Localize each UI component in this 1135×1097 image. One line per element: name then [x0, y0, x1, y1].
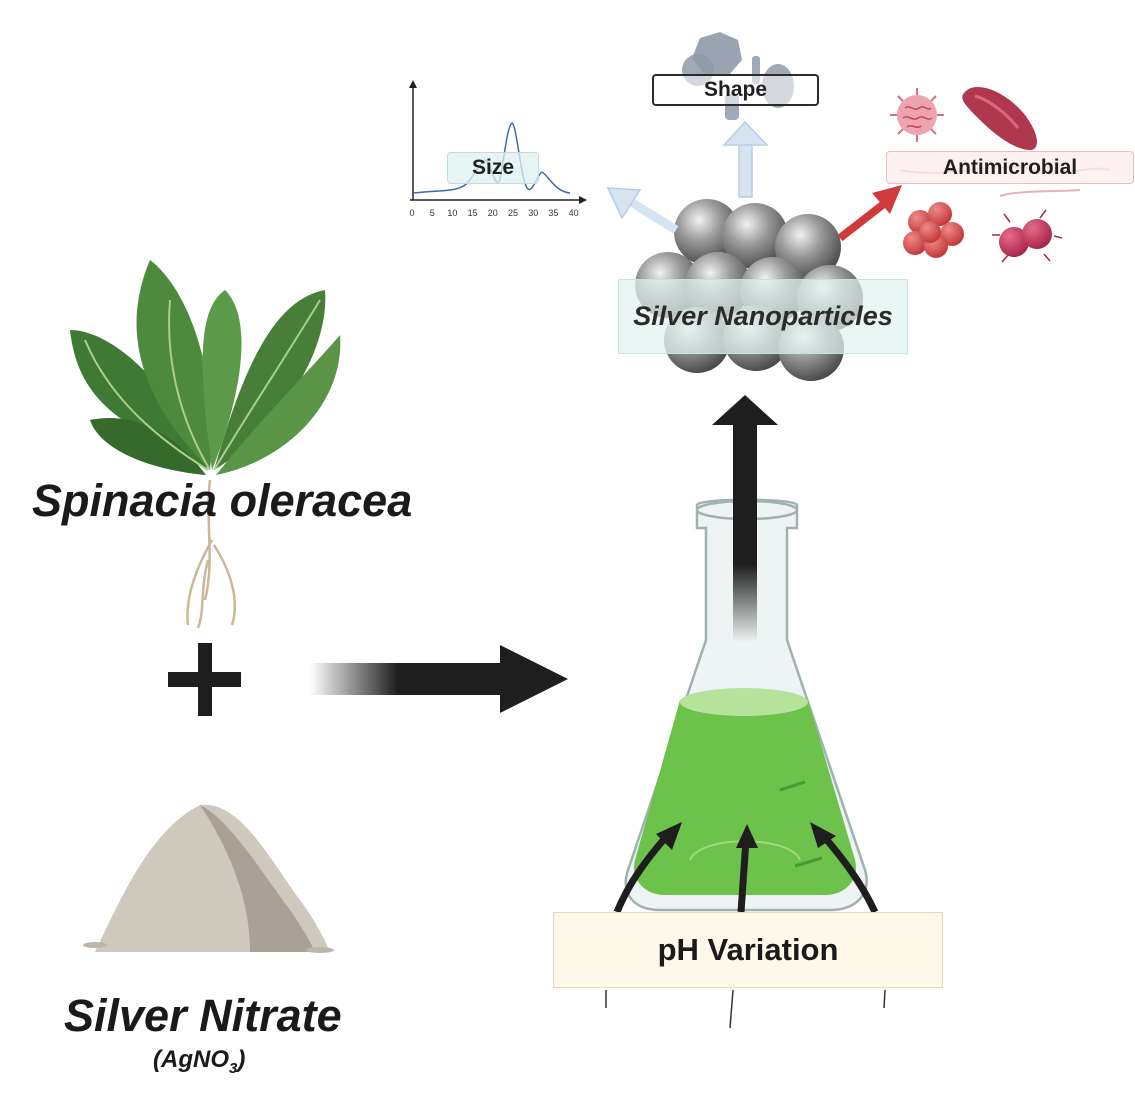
ph-arrows — [613, 822, 879, 914]
size-axis-tick: 0 — [409, 208, 414, 218]
plus-icon — [168, 643, 241, 716]
size-arrow — [606, 187, 679, 234]
coccus-bacteria-icon — [992, 209, 1063, 263]
formula-end: ) — [237, 1046, 246, 1073]
chemical-formula-label: (AgNO3) — [153, 1046, 245, 1077]
size-box: Size — [447, 152, 539, 184]
virus-icon — [890, 88, 944, 142]
synthesis-arrow — [712, 395, 778, 642]
size-axis-tick: 25 — [508, 208, 518, 218]
size-axis-tick: 5 — [430, 208, 435, 218]
antimicrobial-label: Antimicrobial — [942, 155, 1078, 179]
bacteria-cluster-icon — [903, 202, 964, 258]
antimicrobial-arrow — [837, 185, 902, 242]
formula-subscript: 3 — [228, 1059, 238, 1077]
shape-box: Shape — [652, 74, 819, 106]
size-axis-tick: 35 — [548, 208, 558, 218]
ph-variation-box: pH Variation — [553, 912, 943, 988]
size-axis-tick: 10 — [447, 208, 457, 218]
size-axis-tick: 40 — [569, 208, 579, 218]
formula-main: (AgNO — [153, 1046, 229, 1073]
silver-nitrate-label: Silver Nitrate — [64, 990, 342, 1041]
shape-label: Shape — [703, 78, 768, 101]
size-distribution-plot: 0 5 10 15 20 25 30 35 40 — [409, 80, 587, 218]
size-label: Size — [471, 156, 515, 179]
size-axis-tick: 20 — [488, 208, 498, 218]
silver-nanoparticles-box: Silver Nanoparticles — [618, 279, 908, 354]
ph-variation-label: pH Variation — [657, 932, 839, 967]
erlenmeyer-flask-icon — [624, 498, 868, 912]
spinach-plant-icon — [70, 260, 341, 629]
shape-arrow — [722, 120, 769, 198]
size-axis-tick: 15 — [468, 208, 478, 218]
size-axis-ticks: 0 5 10 15 20 25 30 35 40 — [409, 208, 578, 218]
size-axis-tick: 30 — [528, 208, 538, 218]
reaction-arrow — [310, 645, 568, 713]
plant-name-label: Spinacia oleracea — [32, 475, 413, 526]
antimicrobial-box: Antimicrobial — [886, 151, 1134, 184]
powder-pile-icon — [83, 804, 334, 953]
ph-box-ticks — [605, 989, 886, 1029]
silver-nanoparticles-label: Silver Nanoparticles — [633, 301, 893, 331]
